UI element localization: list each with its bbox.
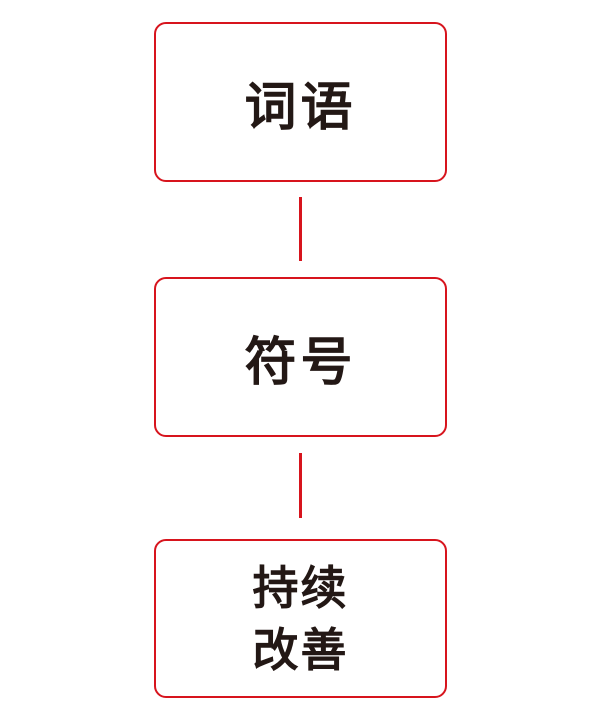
node-continuous-improvement-line-2: 改善 bbox=[252, 622, 349, 677]
node-symbols: 符号 bbox=[154, 277, 447, 437]
node-continuous-improvement: 持续 改善 bbox=[154, 539, 447, 698]
node-continuous-improvement-line-1: 持续 bbox=[252, 560, 349, 615]
node-words: 词语 bbox=[154, 22, 447, 182]
connector-symbols-to-improvement bbox=[299, 453, 302, 518]
connector-words-to-symbols bbox=[299, 197, 302, 261]
node-words-label: 词语 bbox=[244, 77, 357, 138]
node-symbols-label: 符号 bbox=[244, 332, 357, 393]
